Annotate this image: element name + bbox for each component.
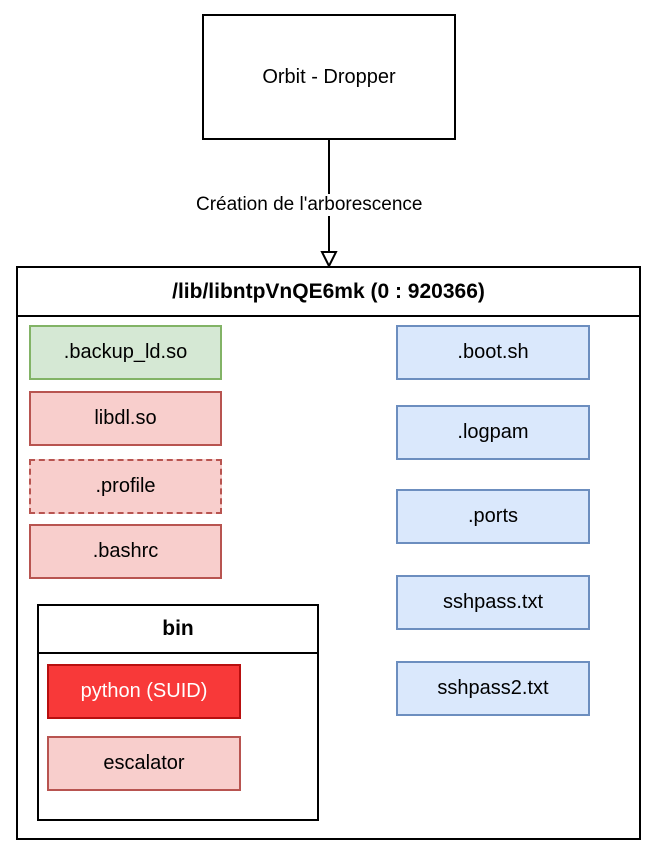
file-bashrc: .bashrc (29, 524, 222, 579)
creation-edge-arrowhead (320, 251, 338, 269)
file-boot-sh: .boot.sh (396, 325, 590, 380)
dropper-label: Orbit - Dropper (262, 65, 396, 88)
file-sshpass2: sshpass2.txt (396, 661, 590, 716)
bin-directory-title: bin (39, 606, 317, 654)
file-escalator: escalator (47, 736, 241, 791)
lib-directory-title: /lib/libntpVnQE6mk (0 : 920366) (18, 268, 639, 317)
file-ports: .ports (396, 489, 590, 544)
file-profile: .profile (29, 459, 222, 514)
dropper-node: Orbit - Dropper (202, 14, 456, 140)
file-python-suid: python (SUID) (47, 664, 241, 719)
file-libdl: libdl.so (29, 391, 222, 446)
file-backup-ld: .backup_ld.so (29, 325, 222, 380)
file-sshpass: sshpass.txt (396, 575, 590, 630)
file-logpam: .logpam (396, 405, 590, 460)
edge-label: Création de l'arborescence (194, 194, 425, 216)
